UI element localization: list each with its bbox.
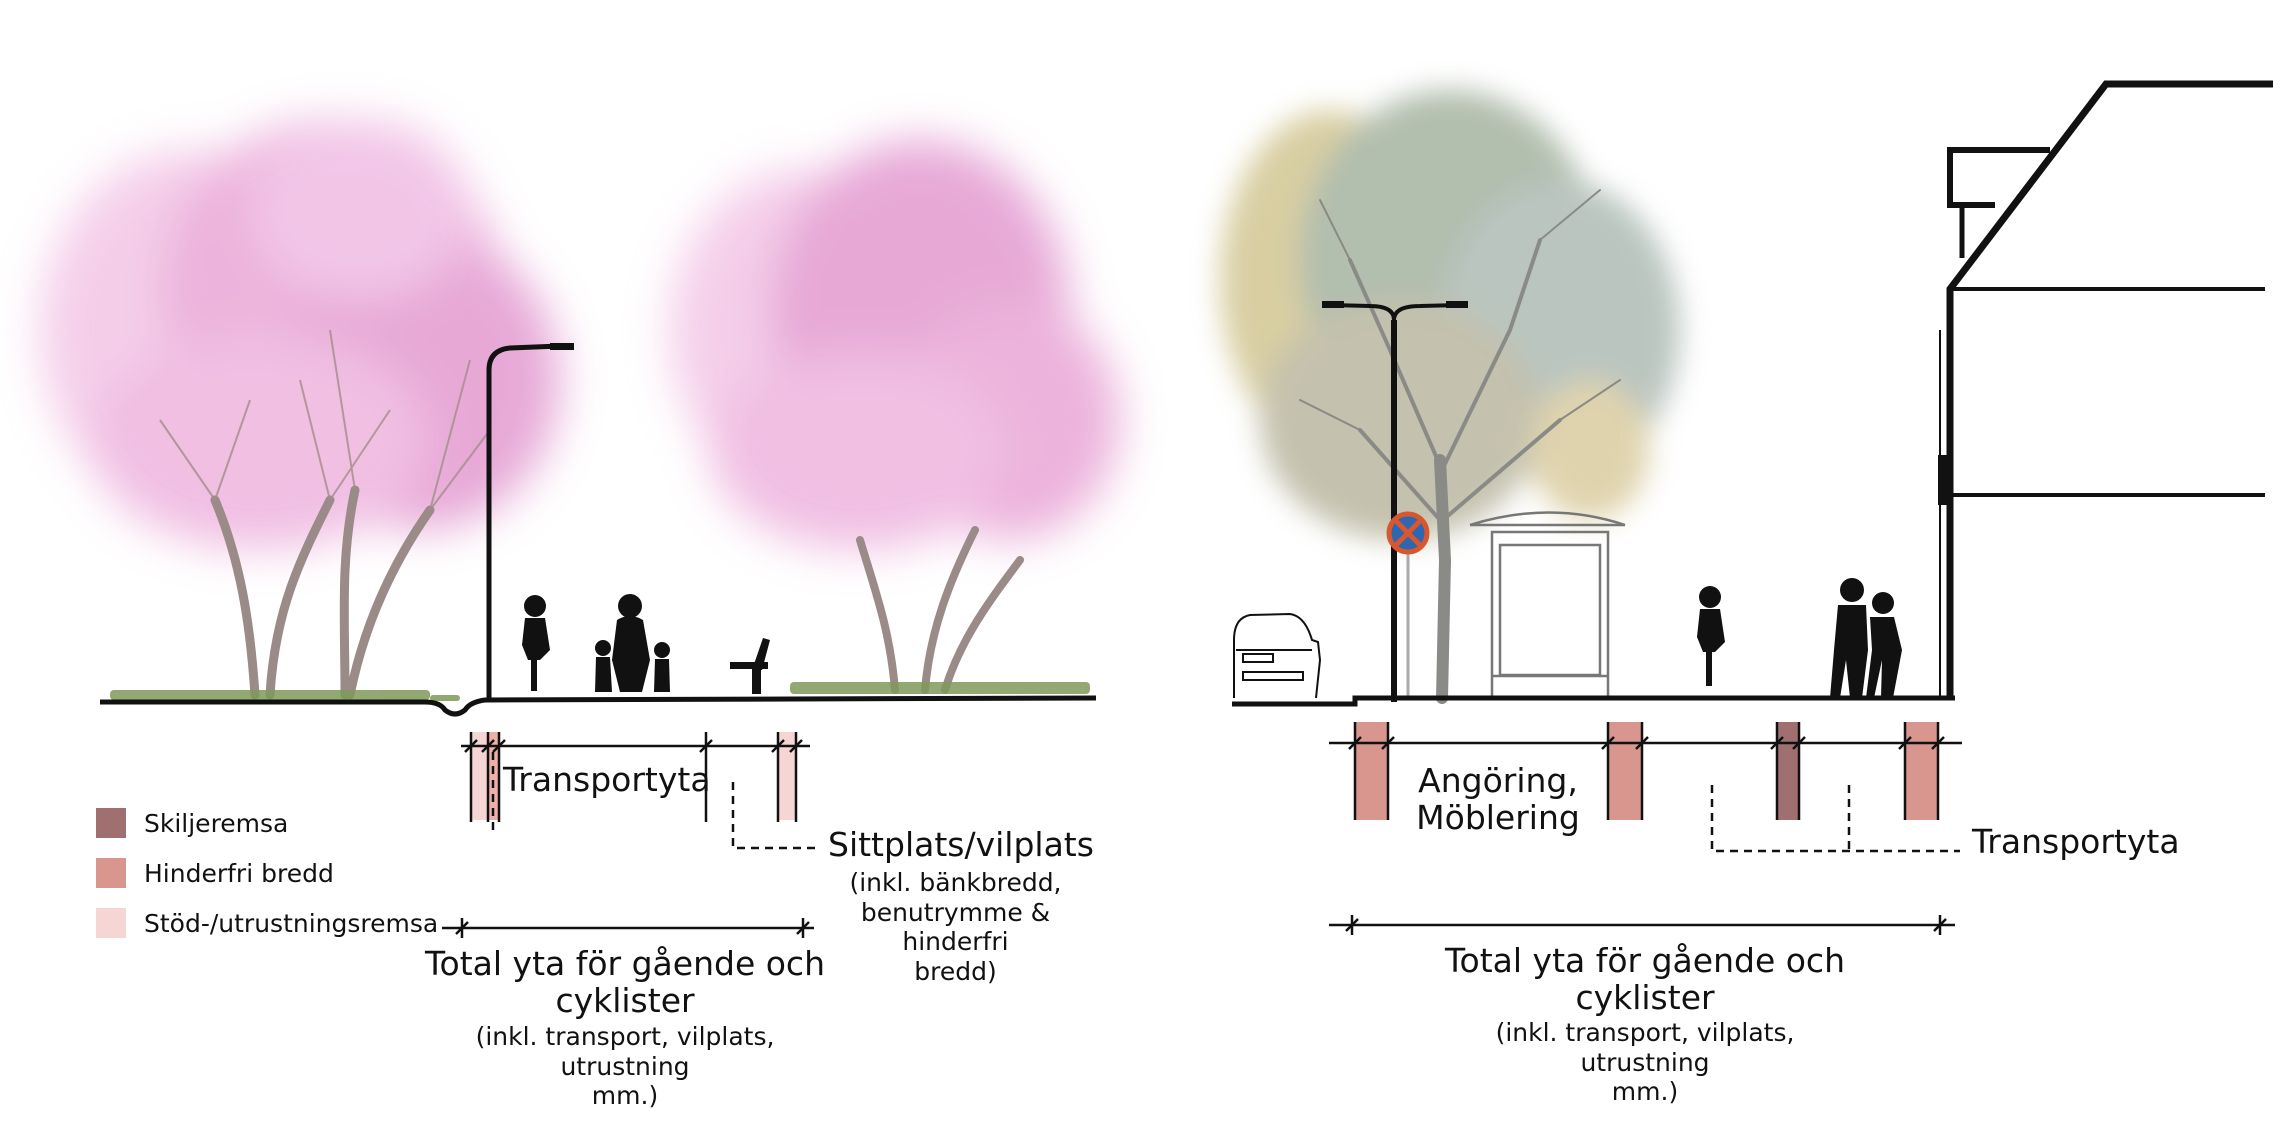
ground-line-right bbox=[1232, 695, 1955, 707]
family-silhouette bbox=[595, 594, 670, 692]
right-zone-label: Angöring, Möblering bbox=[1416, 761, 1580, 837]
left-seating-label: Sittplats/vilplats bbox=[828, 825, 1094, 864]
legend-label: Hinderfri bredd bbox=[144, 858, 334, 888]
grass-left bbox=[110, 682, 1090, 701]
legend-item-stod-utrustningsremsa: Stöd-/utrustningsremsa bbox=[96, 898, 438, 948]
left-total-note: (inkl. transport, vilplats, utrustning m… bbox=[475, 1022, 775, 1110]
legend-swatch bbox=[96, 808, 126, 838]
bare-tree bbox=[1299, 189, 1621, 704]
couple-silhouette bbox=[1830, 578, 1902, 698]
street-lamp-right bbox=[1322, 301, 1468, 702]
blossom-tree-right bbox=[670, 140, 1120, 694]
left-strip-support bbox=[471, 732, 488, 820]
right-total-note: (inkl. transport, vilplats, utrustning m… bbox=[1495, 1018, 1795, 1106]
left-dimension-graphics bbox=[442, 732, 818, 938]
left-strip-hinderfri bbox=[488, 732, 499, 820]
right-section-illustration bbox=[1220, 80, 2273, 707]
right-strip-skiljeremsa bbox=[1777, 722, 1799, 820]
bench-silhouette bbox=[730, 638, 770, 694]
legend-item-hinderfri-bredd: Hinderfri bredd bbox=[96, 848, 438, 898]
legend-item-skiljeremsa: Skiljeremsa bbox=[96, 798, 438, 848]
right-dimension-graphics bbox=[1329, 722, 1962, 935]
blossom-tree-left bbox=[40, 120, 560, 700]
left-seating-note: (inkl. bänkbredd, benutrymme & hinderfri… bbox=[849, 868, 1062, 986]
building-outline bbox=[1938, 80, 2273, 698]
no-parking-sign bbox=[1386, 511, 1430, 698]
legend-label: Skiljeremsa bbox=[144, 808, 289, 838]
right-transport-label: Transportyta bbox=[1972, 822, 2180, 861]
left-total-label: Total yta för gående och cyklister bbox=[425, 944, 825, 1020]
right-total-label: Total yta för gående och cyklister bbox=[1445, 941, 1845, 1017]
legend-label: Stöd-/utrustningsremsa bbox=[144, 908, 439, 938]
canopy-wash bbox=[1220, 90, 1680, 540]
bus-shelter bbox=[1469, 511, 1626, 699]
ground-line-left bbox=[100, 695, 1097, 717]
cyclist-silhouette-left bbox=[522, 595, 550, 691]
cyclist-silhouette-right bbox=[1697, 586, 1725, 686]
street-lamp-left bbox=[486, 343, 574, 700]
legend: Skiljeremsa Hinderfri bredd Stöd-/utrust… bbox=[96, 798, 438, 948]
legend-swatch bbox=[96, 858, 126, 888]
left-transport-label: Transportyta bbox=[503, 760, 711, 799]
legend-swatch bbox=[96, 908, 126, 938]
left-strip-seating bbox=[778, 732, 796, 820]
car-outline bbox=[1233, 612, 1322, 699]
left-section-illustration bbox=[40, 120, 1120, 717]
